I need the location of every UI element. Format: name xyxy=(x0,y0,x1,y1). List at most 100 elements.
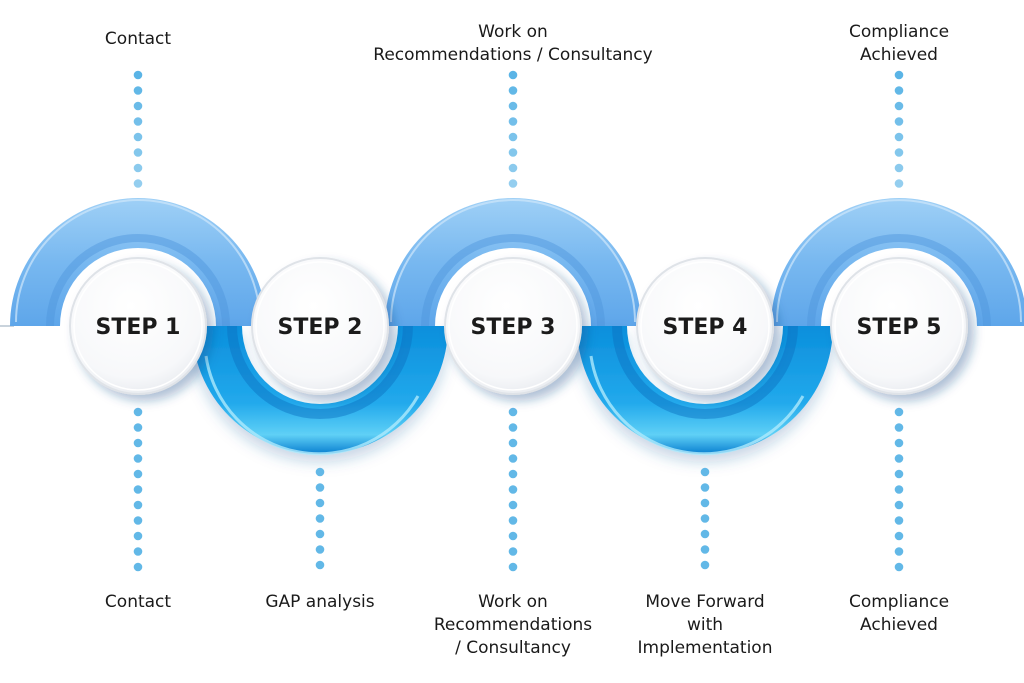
arc-top-highlight xyxy=(15,199,261,323)
connector-dot xyxy=(894,485,904,494)
step-label: STEP 2 xyxy=(278,315,363,340)
connector-dot xyxy=(508,485,518,494)
connector-dot xyxy=(508,454,518,463)
caption-line: Compliance xyxy=(848,592,950,612)
connector-dot xyxy=(894,454,904,463)
connector-dot xyxy=(133,407,143,417)
connector-dot xyxy=(508,531,518,541)
connector-dot xyxy=(894,516,904,525)
caption-line: Move Forward xyxy=(645,592,765,612)
connector-dot xyxy=(894,562,904,572)
step-circle xyxy=(636,257,774,395)
top-caption-step-3: Work on Recommendations / Consultancy xyxy=(373,21,652,67)
connector-dot xyxy=(133,70,143,80)
connector-dot xyxy=(133,516,143,525)
step-circle-inner-ring xyxy=(448,261,578,391)
connector-dot xyxy=(894,407,904,417)
caption-line: Contact xyxy=(104,29,172,49)
arc-bottom-highlight xyxy=(204,355,420,456)
arc-top-rim xyxy=(421,234,605,327)
connector-dot xyxy=(133,469,143,479)
arc-bottom-step-2 xyxy=(192,326,448,454)
step-3-node[interactable]: STEP 3 xyxy=(444,257,582,395)
connector-dot xyxy=(700,529,710,539)
arc-top-step-1 xyxy=(10,198,266,326)
connector-dot xyxy=(133,438,143,448)
connector-dot xyxy=(700,467,710,477)
connector-dot xyxy=(508,500,518,510)
connector-dot xyxy=(894,70,904,80)
step-circle-inner-ring xyxy=(834,261,964,391)
connector-dot xyxy=(133,562,143,572)
connector-dot xyxy=(315,483,325,492)
connector-dot xyxy=(508,423,518,432)
arc-bottom-rim xyxy=(612,325,798,419)
arc-top-rim xyxy=(807,234,991,327)
connector-dot xyxy=(133,117,143,126)
bottom-caption-step-1: Contact xyxy=(105,591,171,614)
connector-dot xyxy=(894,101,904,111)
step-4-node[interactable]: STEP 4 xyxy=(636,257,774,395)
connector-dot xyxy=(133,148,143,157)
connector-dot xyxy=(315,467,325,477)
connector-dot xyxy=(133,132,143,142)
top-caption-step-1: Contact xyxy=(105,28,171,51)
step-label: STEP 4 xyxy=(663,315,748,340)
connector-dot xyxy=(508,516,518,525)
caption-line: Recommendations xyxy=(433,615,593,635)
arc-top-step-3 xyxy=(385,198,641,326)
step-label: STEP 5 xyxy=(857,315,942,340)
connector-dot xyxy=(133,531,143,541)
connector-dot xyxy=(508,547,518,556)
connector-dot xyxy=(700,560,710,570)
connector-dot xyxy=(315,514,325,523)
connector-dot xyxy=(508,101,518,111)
connector-dot xyxy=(894,117,904,126)
step-label: STEP 1 xyxy=(96,315,181,340)
caption-line: Work on xyxy=(478,22,548,42)
connector-dot xyxy=(315,498,325,508)
connector-dot xyxy=(508,70,518,80)
connector-dot xyxy=(894,469,904,479)
connector-dot xyxy=(133,423,143,432)
step-5-node[interactable]: STEP 5 xyxy=(830,257,968,395)
arc-top-step-5 xyxy=(771,198,1024,326)
arc-bottom-highlight xyxy=(589,355,805,456)
bottom-caption-step-2: GAP analysis xyxy=(265,591,374,614)
connector-dot xyxy=(133,101,143,111)
connector-dot xyxy=(508,117,518,126)
caption-line: Recommendations / Consultancy xyxy=(373,45,653,65)
connector-dot xyxy=(700,483,710,492)
arc-top-rim xyxy=(46,234,230,327)
connector-dot xyxy=(508,469,518,479)
connector-dot xyxy=(894,500,904,510)
step-1-node[interactable]: STEP 1 xyxy=(69,257,207,395)
connector-dot xyxy=(894,86,904,95)
connector-dot xyxy=(133,454,143,463)
arc-top-highlight xyxy=(776,199,1022,323)
step-label: STEP 3 xyxy=(471,315,556,340)
connector-dot xyxy=(133,179,143,188)
caption-line: Work on xyxy=(478,592,548,612)
step-2-node[interactable]: STEP 2 xyxy=(251,257,389,395)
arc-top-highlight xyxy=(390,199,636,323)
arc-bottom-step-4 xyxy=(577,326,833,454)
connector-dot xyxy=(133,500,143,510)
connector-dot xyxy=(700,514,710,523)
step-circle xyxy=(830,257,968,395)
step-circle xyxy=(69,257,207,395)
connector-dot xyxy=(508,562,518,572)
caption-line: GAP analysis xyxy=(265,592,375,612)
caption-line: Achieved xyxy=(860,615,938,635)
connector-dot xyxy=(133,86,143,95)
connector-dot xyxy=(894,547,904,556)
connector-dot xyxy=(508,179,518,188)
connector-dot xyxy=(700,545,710,554)
arc-bottom-rim xyxy=(227,325,413,419)
connector-dot xyxy=(894,438,904,448)
